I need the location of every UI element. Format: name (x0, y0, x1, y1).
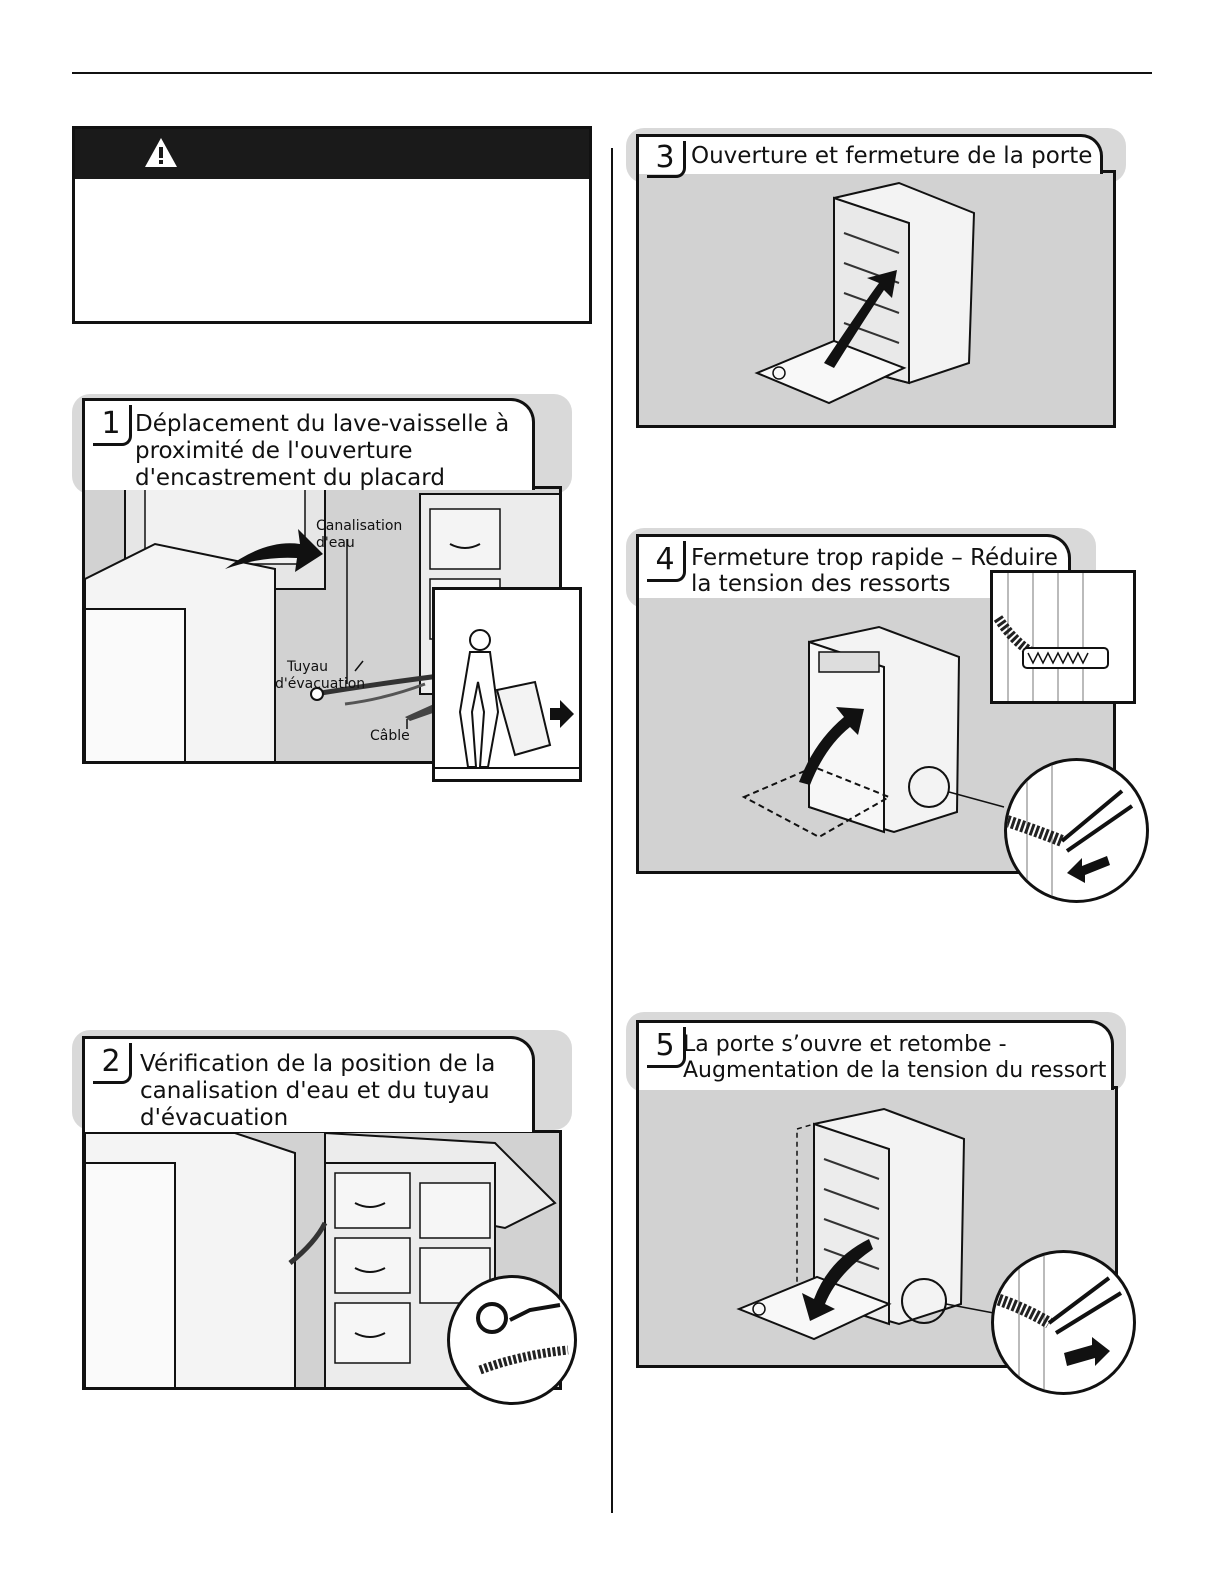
step-2-number: 2 (93, 1043, 132, 1084)
step-1-title-line-3: d'encastrement du placard (135, 465, 445, 491)
column-divider (611, 148, 613, 1513)
step-3-header: 3 Ouverture et fermeture de la porte (636, 134, 1103, 178)
step-5-header: 5 La porte s’ouvre et retombe - Augmenta… (636, 1020, 1114, 1090)
step-4-pliers-inset (1004, 758, 1149, 903)
step-5-title-line-2: Augmentation de la tension du ressort (683, 1058, 1107, 1083)
step-1-person-inset (432, 587, 582, 782)
step-1-number: 1 (93, 405, 132, 446)
step-4-number: 4 (647, 541, 686, 582)
step-1-title-line-1: Déplacement du lave-vaisselle à (135, 411, 510, 437)
step-2-title-line-2: canalisation d'eau et du tuyau (140, 1078, 490, 1104)
cable-label: Câble (370, 728, 410, 744)
water-line-label-1: Canalisation (316, 518, 403, 534)
step-2-illustration (82, 1130, 562, 1390)
step-1-illustration (82, 486, 562, 764)
step-5-illustration (636, 1086, 1118, 1368)
drain-hose-label-2: d'évacuation (275, 676, 366, 692)
step-5-title-line-1: La porte s’ouvre et retombe - (683, 1032, 1007, 1057)
warning-box (72, 126, 592, 324)
step-3-illustration (636, 170, 1116, 428)
step-5-number: 5 (647, 1027, 686, 1068)
step-2-header: 2 Vérification de la position de la cana… (82, 1036, 535, 1132)
step-3-number: 3 (647, 141, 686, 178)
warning-header-bar (75, 129, 589, 179)
water-line-label-2: d'eau (316, 535, 355, 551)
step-1-header: 1 Déplacement du lave-vaisselle à proxim… (82, 398, 535, 491)
step-1-title-line-2: proximité de l'ouverture (135, 438, 413, 464)
step-5-pliers-inset (991, 1250, 1136, 1395)
warning-triangle-icon (145, 138, 177, 167)
drain-hose-label-1: Tuyau (287, 659, 329, 675)
step-4-title-line-2: la tension des ressorts (691, 571, 951, 597)
step-3-title-line-1: Ouverture et fermeture de la porte (691, 143, 1093, 169)
step-2-title-line-3: d'évacuation (140, 1105, 289, 1131)
step-4-spring-inset (990, 570, 1136, 704)
step-4-title-line-1: Fermeture trop rapide – Réduire (691, 545, 1058, 571)
step-2-connector-inset (447, 1275, 577, 1405)
step-2-title-line-1: Vérification de la position de la (140, 1051, 496, 1077)
top-rule (72, 72, 1152, 74)
